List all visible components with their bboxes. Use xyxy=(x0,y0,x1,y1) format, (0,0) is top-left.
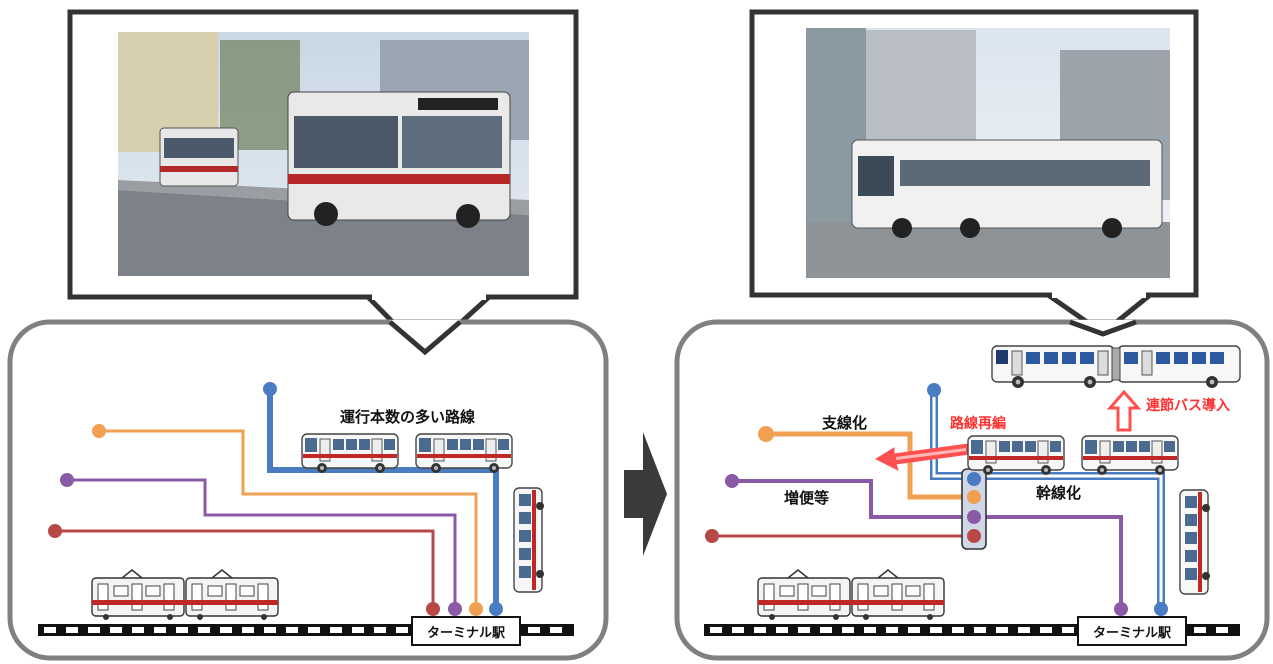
right-map-panel: 連節バス導入 支線化 路線再編 幹線化 増便等 xyxy=(674,319,1270,661)
route-purple-right xyxy=(732,479,1123,610)
branch-label: 支線化 xyxy=(821,414,867,432)
trunk-label: 幹線化 xyxy=(1036,484,1081,502)
bus-icon xyxy=(1179,489,1211,595)
left-bus-photo xyxy=(118,32,529,276)
left-route-label: 運行本数の多い路線 xyxy=(340,408,475,426)
left-station-label: ターミナル駅 xyxy=(427,626,506,641)
right-photo-callout xyxy=(749,9,1199,337)
left-map-panel: 運行本数の多い路線 ターミナル駅 xyxy=(7,319,609,661)
right-bus-photo xyxy=(806,28,1170,278)
route-purple xyxy=(67,478,457,610)
left-photo-callout xyxy=(67,9,579,359)
route-orange-right xyxy=(766,431,973,500)
reorg-label: 路線再編 xyxy=(950,415,1006,432)
articulated-label: 連節バス導入 xyxy=(1146,397,1230,414)
route-orange xyxy=(99,429,478,610)
station-box: ターミナル駅 xyxy=(1077,616,1187,646)
route-red xyxy=(55,529,435,610)
up-arrow xyxy=(1106,389,1142,432)
transition-arrow xyxy=(624,432,667,556)
transfer-hub-icon xyxy=(961,468,987,550)
increase-label: 増便等 xyxy=(784,489,829,507)
station-box: ターミナル駅 xyxy=(411,616,521,646)
right-station-label: ターミナル駅 xyxy=(1093,626,1172,641)
bus-icon xyxy=(513,487,545,593)
